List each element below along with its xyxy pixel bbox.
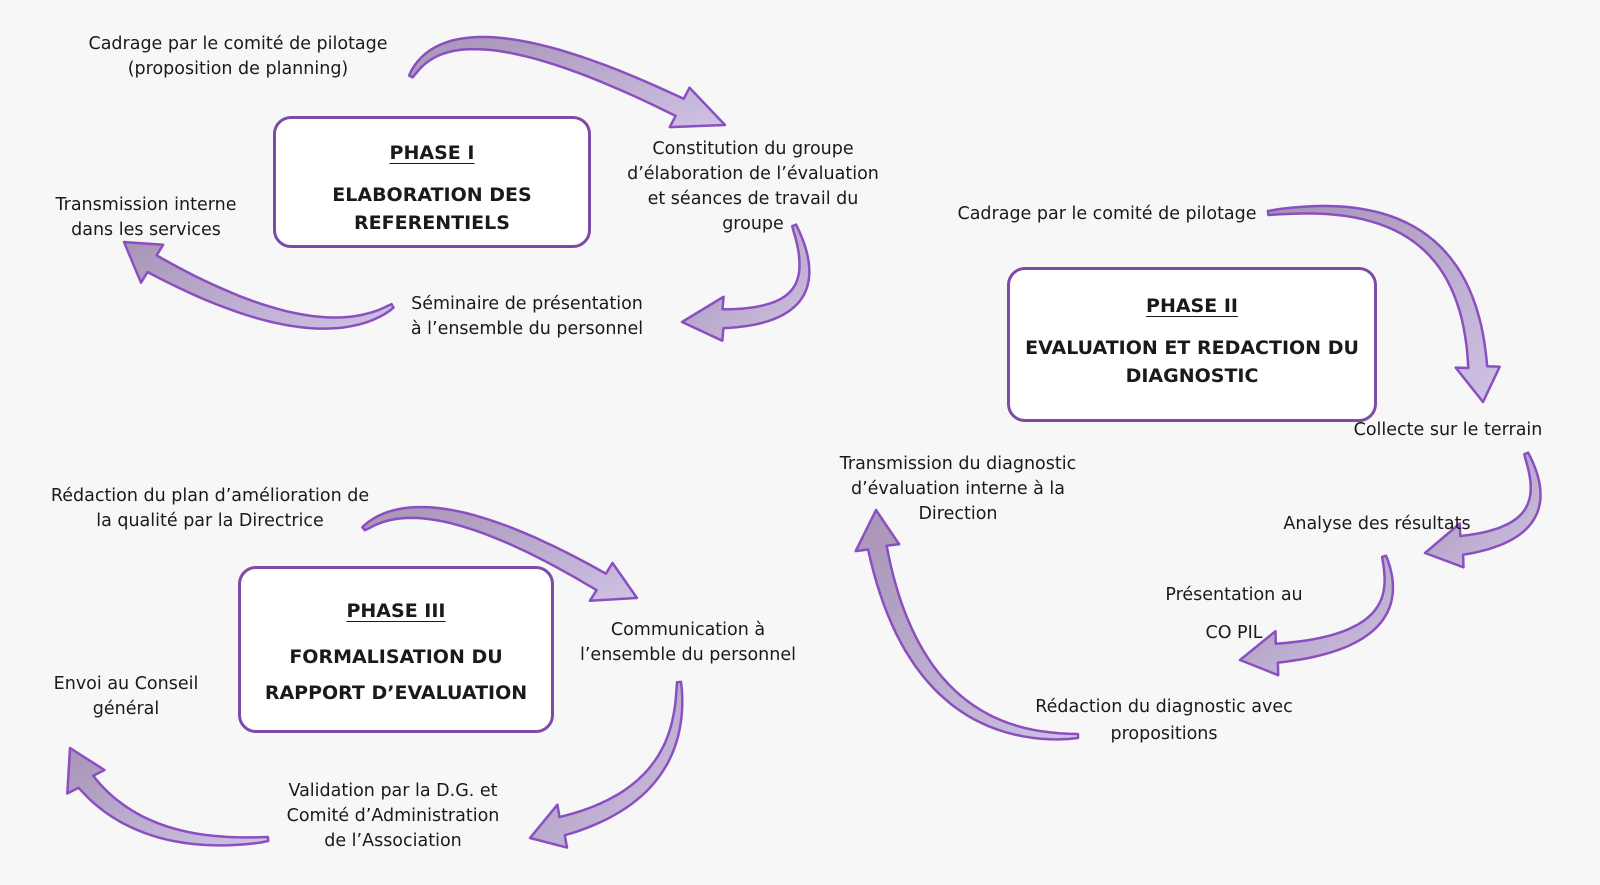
phase-1-arrow-3 <box>122 240 395 330</box>
phase-2-step-3: Analyse des résultats <box>1283 514 1471 534</box>
phase-1-step-2: Constitution du groupe d’élaboration de … <box>627 139 879 234</box>
phase-3-step-3: Validation par la D.G. et Comité d’Admin… <box>286 781 500 851</box>
phase-3-arrow-3 <box>66 746 270 847</box>
phase-2-step-2: Collecte sur le terrain <box>1353 420 1543 440</box>
phase-2-step-4: Présentation au CO PIL <box>1165 585 1303 643</box>
phase-3-arrow-1 <box>361 505 639 603</box>
phase-2-step-6: Transmission du diagnostic d’évaluation … <box>839 454 1077 524</box>
phase-3-step-2: Communication à l’ensemble du personnel <box>580 620 796 665</box>
phase-2-title: PHASE II <box>1146 295 1238 317</box>
phase-1-step-1: Cadrage par le comité de pilotage (propo… <box>88 34 388 79</box>
phase-2-box: PHASE II EVALUATION ET REDACTION DU DIAG… <box>1007 267 1377 422</box>
phase-1-step-3: Séminaire de présentation à l’ensemble d… <box>410 294 644 339</box>
phase-1-arrow-1 <box>407 35 727 129</box>
phase-2-arrow-3 <box>1238 554 1395 677</box>
phase-3-step-1: Rédaction du plan d’amélioration de la q… <box>50 486 370 531</box>
phase-2-arrow-2 <box>1423 451 1542 569</box>
phase-1-box: PHASE I ELABORATION DES REFERENTIELS <box>273 116 591 248</box>
phase-1-step-4: Transmission interne dans les services <box>55 195 237 240</box>
phase-2-step-5: Rédaction du diagnostic avec proposition… <box>1035 697 1293 744</box>
phase-2-arrow-1 <box>1266 204 1501 404</box>
phase-3-step-4: Envoi au Conseil général <box>53 674 199 719</box>
phase-3-title: PHASE III <box>346 600 446 622</box>
phase-3-subtitle: FORMALISATION DU RAPPORT D’EVALUATION <box>264 646 528 704</box>
phase-2-subtitle: EVALUATION ET REDACTION DU DIAGNOSTIC <box>1025 337 1359 387</box>
phase-1-subtitle: ELABORATION DES REFERENTIELS <box>332 184 532 234</box>
phase-2-arrow-4 <box>854 508 1080 741</box>
phase-2-step-1: Cadrage par le comité de pilotage <box>957 204 1257 224</box>
phase-3-box: PHASE III FORMALISATION DU RAPPORT D’EVA… <box>238 566 554 733</box>
phase-1-title: PHASE I <box>389 142 475 164</box>
phase-3-arrow-2 <box>528 680 684 849</box>
phase-1-arrow-2 <box>680 223 811 342</box>
